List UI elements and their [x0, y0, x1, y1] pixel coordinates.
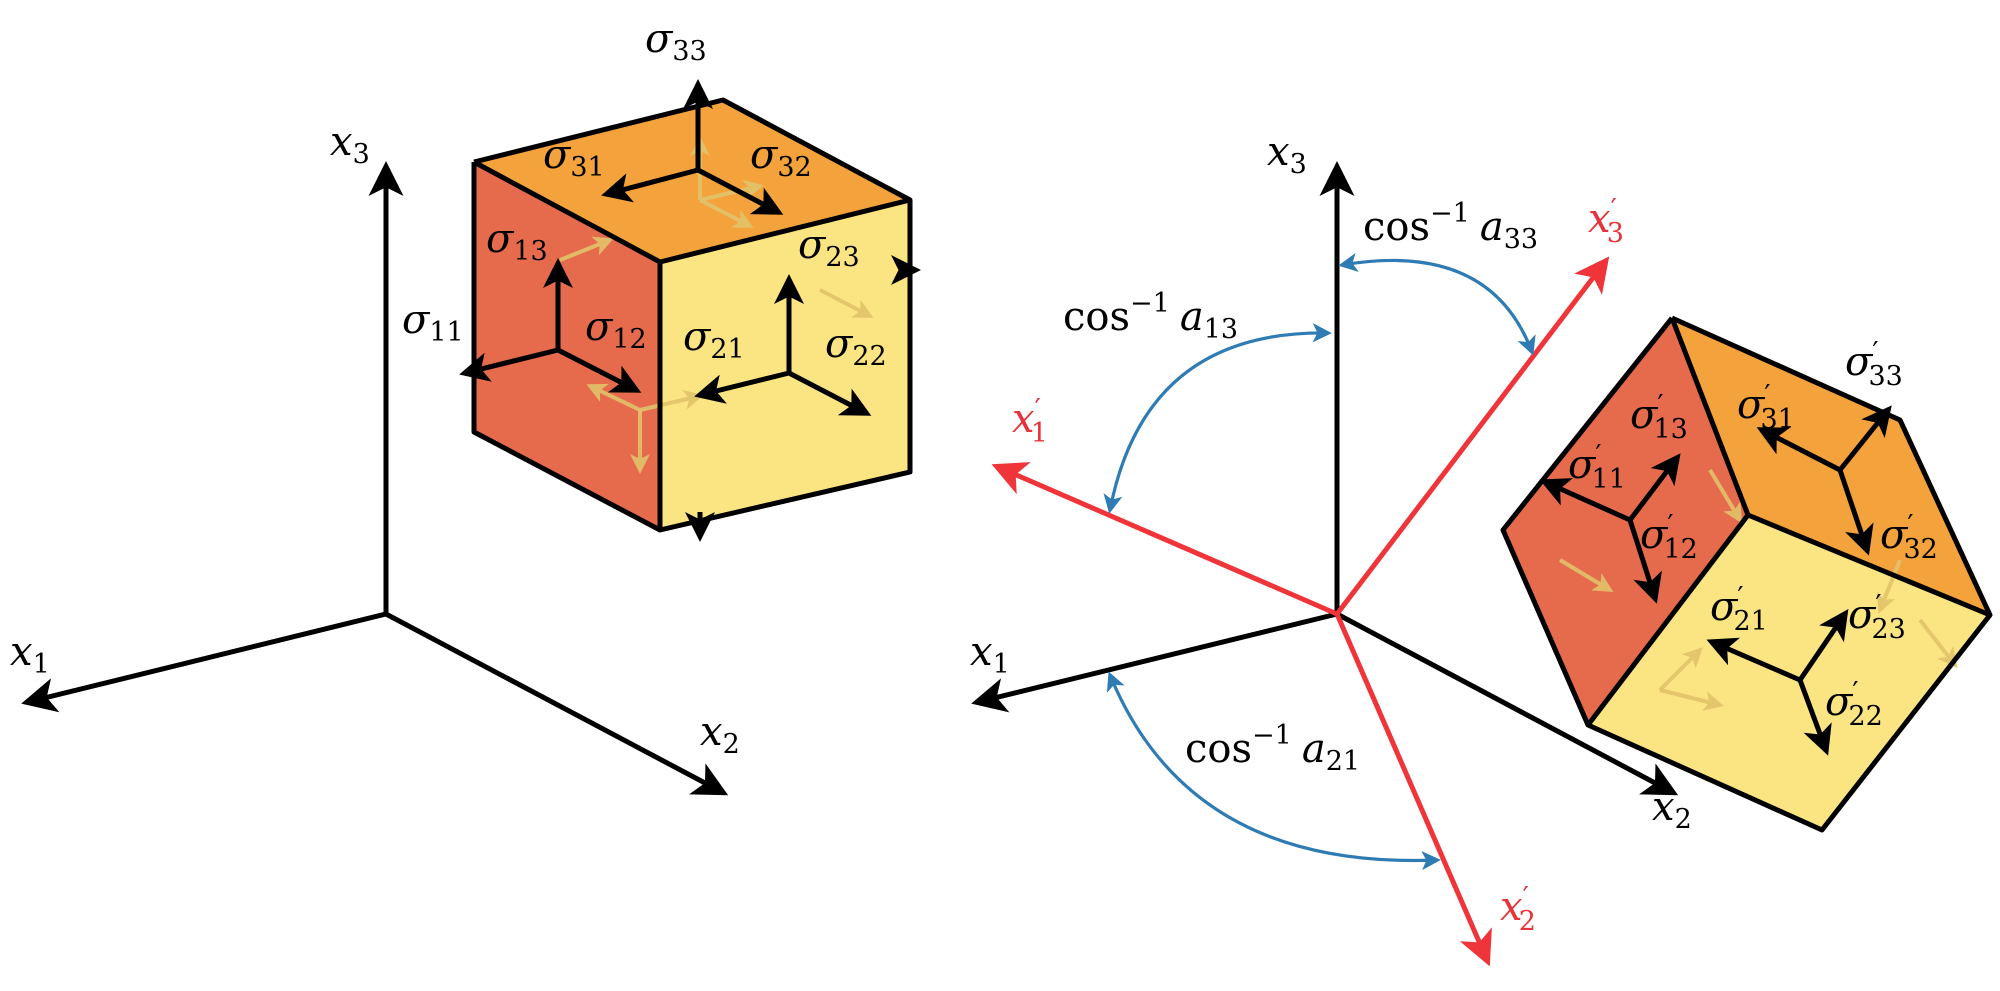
right-label-x1: x1	[970, 629, 1010, 680]
right-label-sigma12: σ′12	[1640, 510, 1698, 565]
right-label-sigma32: σ′32	[1880, 510, 1938, 565]
left-label-sigma12: σ12	[585, 304, 647, 355]
right-cube-outline	[1500, 315, 1993, 833]
right-axis-x2	[1335, 611, 1679, 796]
right-label-sigma33: σ′33	[1845, 337, 1903, 392]
left-label-sigma33: σ33	[645, 16, 707, 67]
right-axis-x1	[971, 611, 1338, 713]
left-label-sigma31: σ31	[543, 132, 605, 183]
right-cube-face-left	[1503, 318, 1748, 725]
angle-arc-a13	[1103, 323, 1332, 514]
left-cube-face-top	[474, 100, 910, 262]
right-label-x3-prime: x′3	[1588, 194, 1624, 249]
right-side-face-vectors	[1539, 453, 1681, 604]
right-label-x1-prime: x′1	[1012, 394, 1048, 449]
left-stress-cube	[459, 79, 921, 542]
right-label-sigma11: σ′11	[1568, 440, 1626, 495]
left-cube-outline	[471, 97, 913, 533]
left-label-sigma21: σ21	[683, 314, 745, 365]
right-front-face-vectors	[1706, 609, 1849, 756]
right-axis-x3-prime	[1335, 256, 1610, 616]
left-panel: x3 x1 x2 σ33 σ31 σ32 σ13 σ11 σ12 σ23 σ21…	[10, 16, 921, 796]
left-label-sigma32: σ32	[750, 132, 812, 183]
left-label-sigma23: σ23	[798, 222, 860, 273]
right-label-sigma22: σ′22	[1825, 677, 1883, 732]
left-label-sigma22: σ22	[825, 321, 887, 372]
right-axis-x1-prime	[991, 462, 1338, 617]
right-label-sigma13: σ′13	[1630, 390, 1688, 445]
left-axis-x2	[384, 611, 729, 796]
left-label-sigma11: σ11	[402, 297, 464, 348]
right-stress-cube	[1500, 315, 1993, 833]
angle-arc-a33	[1338, 252, 1536, 356]
left-label-sigma13: σ13	[486, 216, 548, 267]
angle-arc-a21	[1106, 671, 1441, 871]
left-axis-x1	[21, 611, 387, 713]
right-label-sigma23: σ′23	[1848, 590, 1906, 645]
right-label-sigma31: σ′31	[1737, 380, 1795, 435]
left-label-x3: x3	[330, 119, 370, 170]
left-label-x1: x1	[10, 629, 50, 680]
right-cube-hidden-arrows	[1558, 468, 1958, 711]
right-cube-front-edge	[1586, 513, 1750, 727]
right-top-face-vectors	[1756, 405, 1892, 556]
right-label-x3: x3	[1267, 129, 1307, 180]
right-label-x2: x2	[1652, 784, 1692, 835]
left-label-x2: x2	[700, 709, 740, 760]
right-label-x2-prime: x′2	[1500, 882, 1536, 937]
left-top-face-vectors	[601, 79, 784, 215]
left-cube-face-front	[660, 200, 910, 530]
left-side-face-vectors	[459, 258, 642, 393]
left-front-face-vectors	[694, 274, 872, 416]
right-axis-x2-prime	[1334, 613, 1492, 967]
right-label-sigma21: σ′21	[1710, 582, 1768, 637]
